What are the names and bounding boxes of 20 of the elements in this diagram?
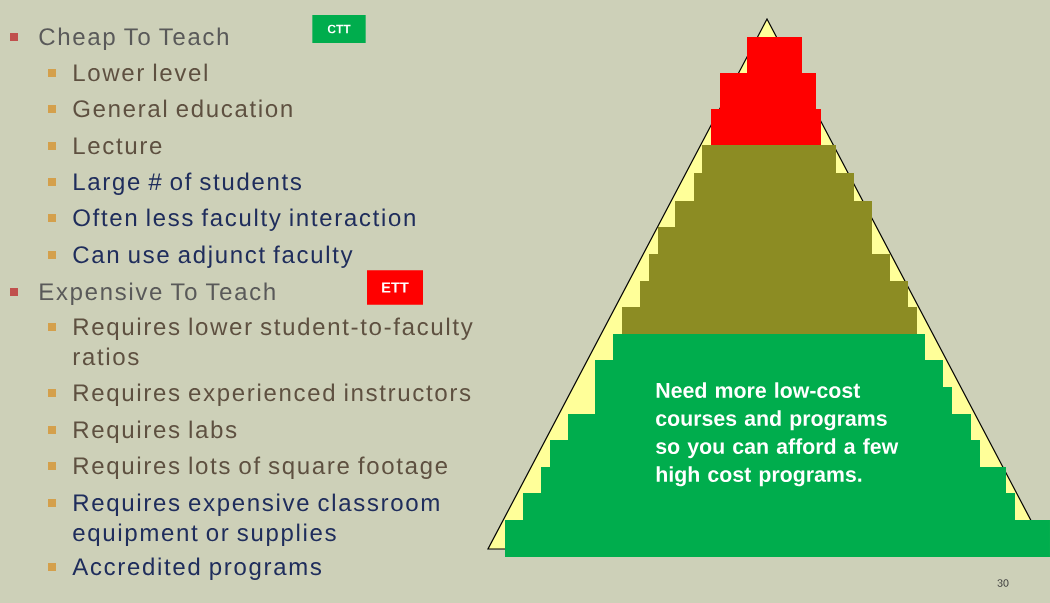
- list-item: Lecture: [74, 137, 162, 155]
- pyramid-band: [622, 145, 917, 335]
- page-number: 30: [997, 579, 1009, 587]
- list-item: Lower level: [74, 63, 207, 82]
- band-text: Need more low-cost courses and programs so you can afford a few high cost programs.: [656, 382, 899, 487]
- badge: ETT: [367, 270, 423, 305]
- list-item: General education: [73, 99, 292, 118]
- list-item: Requires experienced instructors: [74, 383, 471, 406]
- list-item: Requires labs: [74, 420, 237, 443]
- list-item: Large # of students: [74, 172, 301, 195]
- list-item: Requires expensive classroom equipment or supplies: [73, 493, 439, 546]
- list-item: Requires lots of square footage: [74, 456, 447, 479]
- list-item: Accredited programs: [72, 557, 321, 580]
- list-item: Often less faculty interaction: [73, 208, 415, 231]
- pyramid-band: [711, 37, 821, 146]
- list-item: Can use adjunct faculty: [73, 245, 353, 268]
- list-item: Cheap To Teach: [39, 27, 228, 50]
- badge: CTT: [312, 15, 366, 43]
- list-item: Requires lower student-to-faculty ratios: [73, 317, 473, 366]
- list-item: Expensive To Teach: [40, 282, 275, 305]
